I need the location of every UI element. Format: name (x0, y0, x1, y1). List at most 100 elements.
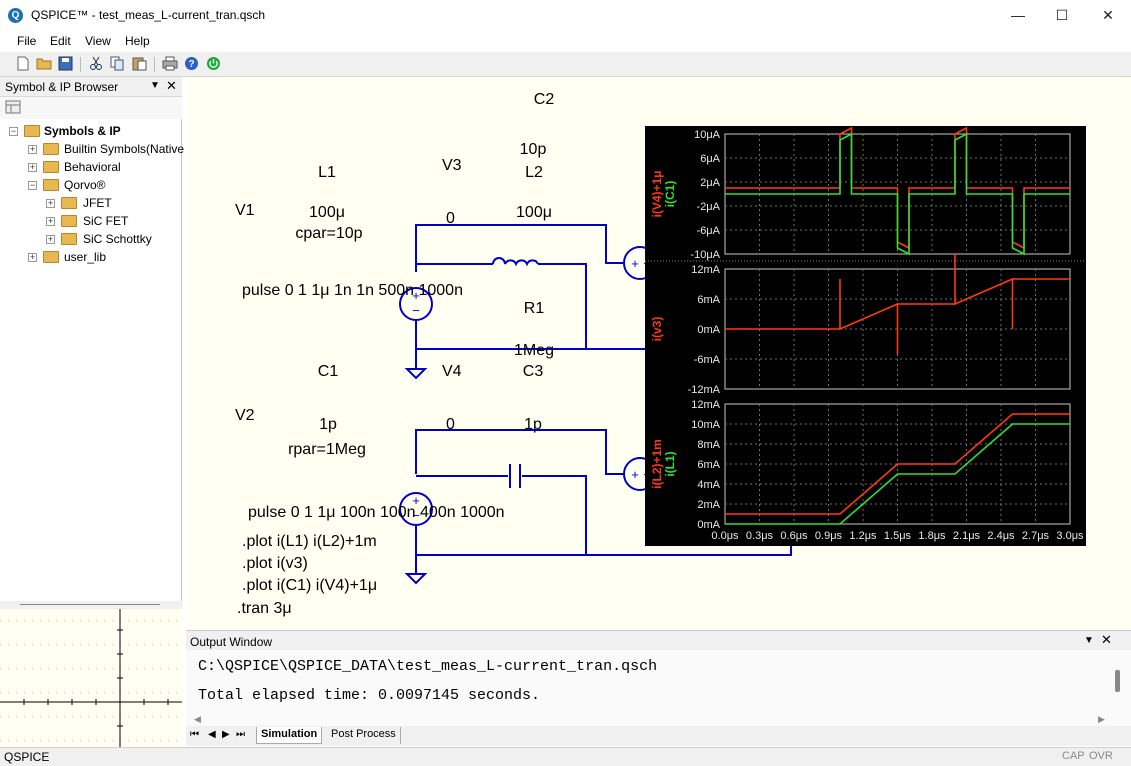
series-line (725, 132, 1070, 256)
l1-cpar: cpar=10p (295, 225, 363, 242)
dropdown-arrow-icon[interactable]: ▼ (150, 80, 160, 91)
paste-icon[interactable] (131, 56, 148, 73)
schematic-canvas[interactable]: + − + − (188, 77, 1131, 630)
scroll-left-icon[interactable]: ◀ (194, 714, 201, 724)
c1-rpar: rpar=1Meg (288, 441, 366, 458)
ground-symbol (404, 555, 428, 585)
c2-name: C2 (533, 91, 555, 108)
voltage-source-v2[interactable]: + − (399, 492, 433, 526)
help-icon[interactable]: ? (183, 56, 200, 73)
power-icon[interactable] (205, 56, 222, 73)
next-tab-icon[interactable]: ▶ (222, 729, 230, 740)
x-tick-label: 1.5μs (884, 530, 912, 542)
expand-icon[interactable]: + (46, 234, 55, 244)
tab-post-process[interactable]: Post Process (327, 727, 401, 744)
last-tab-icon[interactable]: ⏭ (236, 729, 245, 740)
series-label: i(v3) (650, 317, 664, 342)
v3-value: 0 (446, 210, 455, 227)
series-label: i(L1) (663, 451, 677, 476)
directive-plot-1[interactable]: .plot i(L1) i(L2)+1m (242, 533, 377, 550)
close-panel-icon[interactable]: ✕ (166, 78, 177, 93)
output-log[interactable]: C:\QSPICE\QSPICE_DATA\test_meas_L-curren… (186, 650, 1131, 727)
directive-plot-2[interactable]: .plot i(v3) (242, 555, 308, 572)
close-panel-icon[interactable]: ✕ (1101, 632, 1112, 647)
status-bar: QSPICE CAP OVR (0, 747, 1131, 766)
browser-view-icon[interactable] (5, 100, 21, 115)
cut-icon[interactable] (87, 56, 104, 73)
output-line: Total elapsed time: 0.0097145 seconds. (198, 687, 541, 704)
y-tick-label: 10μA (694, 129, 721, 141)
first-tab-icon[interactable]: ⏮ (190, 729, 199, 740)
y-tick-label: 6mA (697, 294, 720, 306)
copy-icon[interactable] (109, 56, 126, 73)
y-tick-label: 8mA (697, 439, 720, 451)
browser-title: Symbol & IP Browser (5, 80, 119, 94)
y-tick-label: 0mA (697, 324, 720, 336)
ground-symbol (404, 349, 428, 380)
v1-name: V1 (235, 202, 255, 219)
folder-icon (43, 143, 59, 155)
dropdown-arrow-icon[interactable]: ▼ (1084, 635, 1094, 646)
close-icon[interactable]: ✕ (1102, 7, 1114, 23)
expand-icon[interactable]: + (28, 252, 37, 262)
output-title: Output Window (190, 635, 273, 649)
y-tick-label: 0mA (697, 519, 720, 531)
x-tick-label: 0.3μs (746, 530, 774, 542)
directive-plot-3[interactable]: .plot i(C1) i(V4)+1μ (242, 577, 378, 594)
symbol-browser-panel: Symbol & IP Browser ▼ ✕ − Symbols & IP +… (0, 77, 184, 747)
collapse-icon[interactable]: − (9, 126, 18, 136)
panel-splitter[interactable] (0, 601, 182, 609)
overwrite-indicator: OVR (1089, 750, 1113, 762)
save-icon[interactable] (57, 56, 74, 73)
new-file-icon[interactable] (14, 56, 31, 73)
tab-simulation[interactable]: Simulation (256, 727, 323, 744)
collapse-icon[interactable]: − (28, 180, 37, 190)
output-window: Output Window ▼ ✕ C:\QSPICE\QSPICE_DATA\… (186, 630, 1131, 727)
app-logo-icon: Q (8, 8, 23, 23)
v3-name: V3 (442, 157, 462, 174)
status-text: QSPICE (4, 750, 50, 764)
y-tick-label: 2μA (700, 177, 720, 189)
print-icon[interactable] (161, 56, 178, 73)
tree-label: Symbols & IP (44, 124, 121, 138)
voltage-source-v1[interactable]: + − (399, 287, 433, 321)
scroll-right-icon[interactable]: ▶ (1098, 714, 1105, 724)
x-tick-label: 3.0μs (1056, 530, 1084, 542)
tree-label: SiC Schottky (83, 232, 152, 246)
y-tick-label: 6mA (697, 459, 720, 471)
folder-icon (43, 161, 59, 173)
expand-icon[interactable]: + (28, 144, 37, 154)
menu-edit[interactable]: Edit (50, 34, 71, 48)
x-tick-label: 0.6μs (780, 530, 808, 542)
expand-icon[interactable]: + (28, 162, 37, 172)
menu-view[interactable]: View (85, 34, 111, 48)
x-tick-label: 1.8μs (918, 530, 946, 542)
y-tick-label: 2mA (697, 499, 720, 511)
prev-tab-icon[interactable]: ◀ (208, 729, 216, 740)
directive-tran[interactable]: .tran 3μ (237, 600, 292, 617)
tree-label: Behavioral (64, 160, 121, 174)
folder-icon (24, 125, 40, 137)
inductor-l1[interactable] (492, 257, 539, 267)
v4-name: V4 (442, 363, 462, 380)
maximize-icon[interactable]: ☐ (1055, 7, 1069, 23)
open-folder-icon[interactable] (35, 56, 52, 73)
browser-header: Symbol & IP Browser ▼ ✕ (0, 77, 182, 97)
menu-help[interactable]: Help (125, 34, 150, 48)
series-line (725, 254, 1070, 354)
capacitor-c1[interactable] (509, 464, 521, 488)
menu-file[interactable]: File (17, 34, 37, 48)
minimize-icon[interactable]: — (1011, 7, 1025, 23)
folder-icon (61, 233, 77, 245)
x-tick-label: 2.4μs (987, 530, 1015, 542)
vertical-scrollbar[interactable] (1115, 670, 1120, 692)
x-tick-label: 0.9μs (815, 530, 843, 542)
expand-icon[interactable]: + (46, 198, 55, 208)
y-tick-label: -6μA (697, 225, 721, 237)
v4-value: 0 (446, 416, 455, 433)
x-tick-label: 0.0μs (711, 530, 739, 542)
l1-name: L1 (318, 164, 336, 181)
series-line (725, 423, 1070, 525)
expand-icon[interactable]: + (46, 216, 55, 226)
